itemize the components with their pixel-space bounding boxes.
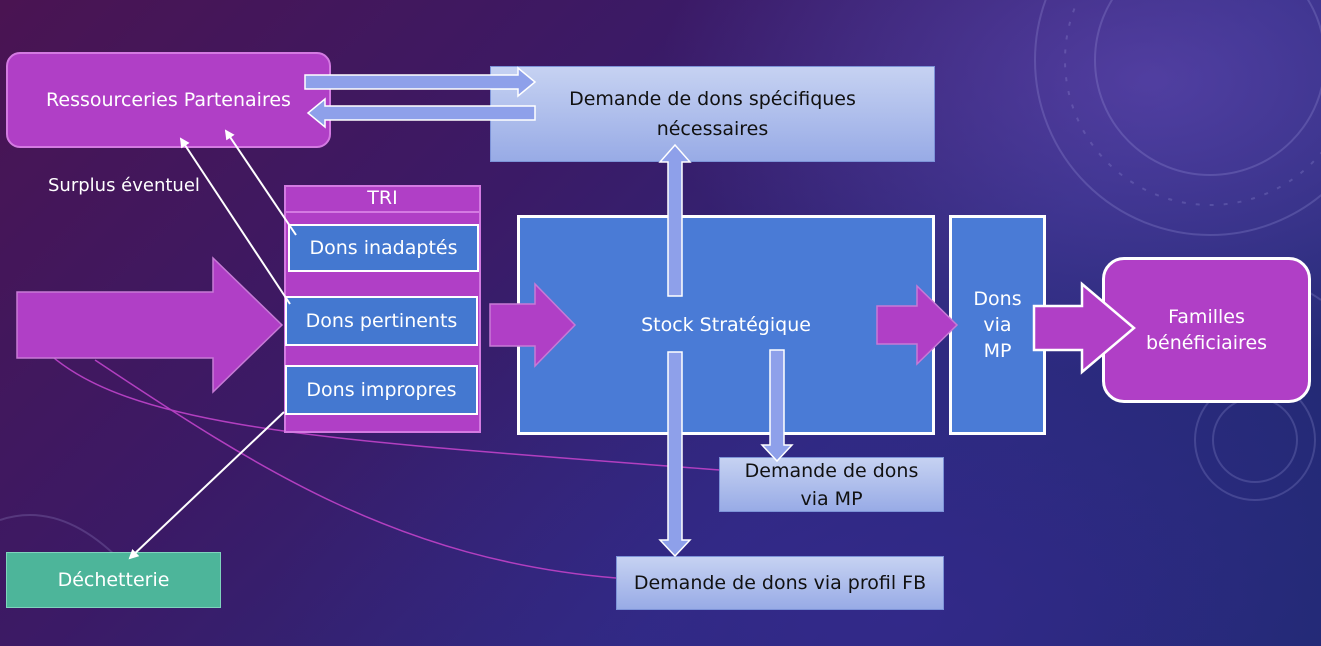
mp-to-familles-arrow [1032,281,1136,375]
node-stock-strategique: Stock Stratégique [517,215,935,435]
tri-title: TRI [284,185,481,213]
surplus-eventuel-label: Surplus éventuel [48,175,200,196]
node-dechetterie: Déchetterie [6,552,221,608]
demande-via-mp-label: Demande de dons via MP [744,459,919,510]
ressourceries-label: Ressourceries Partenaires [46,89,291,111]
stock-to-mp-arrow [876,284,959,366]
stock-to-demande-fb-arrow [658,351,692,558]
ressourceries-to-demande-arrow [304,66,537,98]
impropres-to-dechetterie-line [128,411,285,560]
pertinents-to-stock-arrow [489,282,577,368]
dons-impropres-box: Dons impropres [285,365,478,415]
node-familles-beneficiaires: Familles bénéficiaires [1102,257,1311,403]
familles-label: Familles bénéficiaires [1145,306,1268,354]
pertinents-to-ressourceries-line [179,137,291,305]
node-ressourceries-partenaires: Ressourceries Partenaires [6,52,331,148]
stock-to-demande-specifiques-arrow [658,143,692,297]
inadaptes-to-ressourceries-line [224,129,297,236]
demande-via-fb-label: Demande de dons via profil FB [633,571,927,594]
demande-to-ressourceries-arrow [306,97,536,129]
dons-pertinents-box: Dons pertinents [285,296,478,346]
node-demande-specifiques: Demande de dons spécifiques nécessaires [490,66,935,162]
stock-strategique-label: Stock Stratégique [641,314,811,336]
node-demande-via-fb: Demande de dons via profil FB [616,556,944,610]
stock-to-demande-mp-arrow [760,349,794,463]
dons-via-mp-label: Dons via MP [973,288,1022,362]
dechetterie-label: Déchetterie [57,569,170,591]
demande-specifiques-label: Demande de dons spécifiques nécessaires [569,88,856,140]
dons-inadaptes-box: Dons inadaptés [288,224,479,272]
node-demande-via-mp: Demande de dons via MP [719,457,944,512]
dons-de-tiers-arrow [16,256,284,394]
